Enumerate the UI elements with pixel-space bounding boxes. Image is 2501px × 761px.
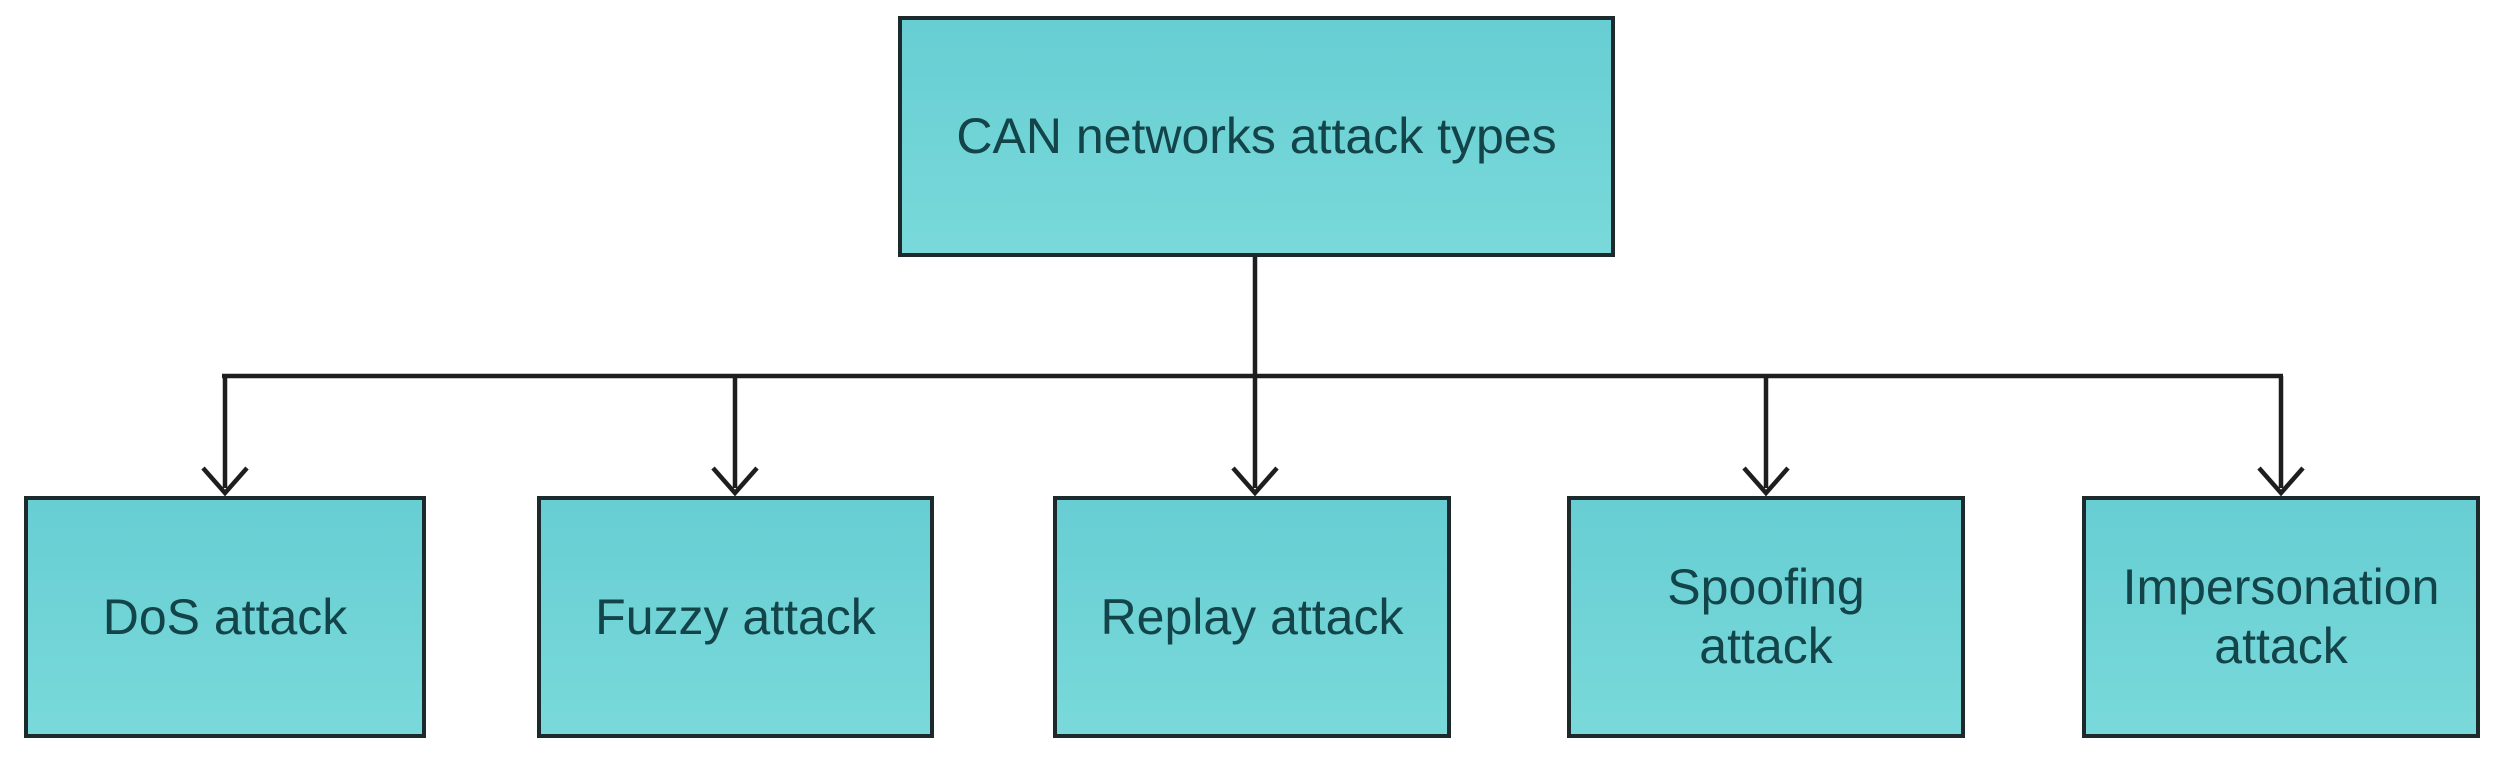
node-label: Impersonation attack [2122,559,2440,674]
node-dos-attack: DoS attack [24,496,426,738]
arrowhead-impersonation-icon [2257,466,2305,497]
node-label: CAN networks attack types [956,108,1557,164]
node-replay-attack: Replay attack [1053,496,1451,738]
node-label: Replay attack [1100,588,1404,645]
arrowhead-dos-icon [201,466,249,497]
node-label: DoS attack [102,588,348,645]
node-impersonation-attack: Impersonation attack [2082,496,2480,738]
arrowhead-fuzzy-icon [711,466,759,497]
node-label: Fuzzy attack [595,588,876,645]
arrowhead-replay-icon [1231,466,1279,497]
node-spoofing-attack: Spoofing attack [1567,496,1965,738]
node-fuzzy-attack: Fuzzy attack [537,496,934,738]
arrowhead-spoofing-icon [1742,466,1790,497]
node-can-networks-attack-types: CAN networks attack types [898,16,1615,257]
node-label: Spoofing attack [1667,559,1865,674]
